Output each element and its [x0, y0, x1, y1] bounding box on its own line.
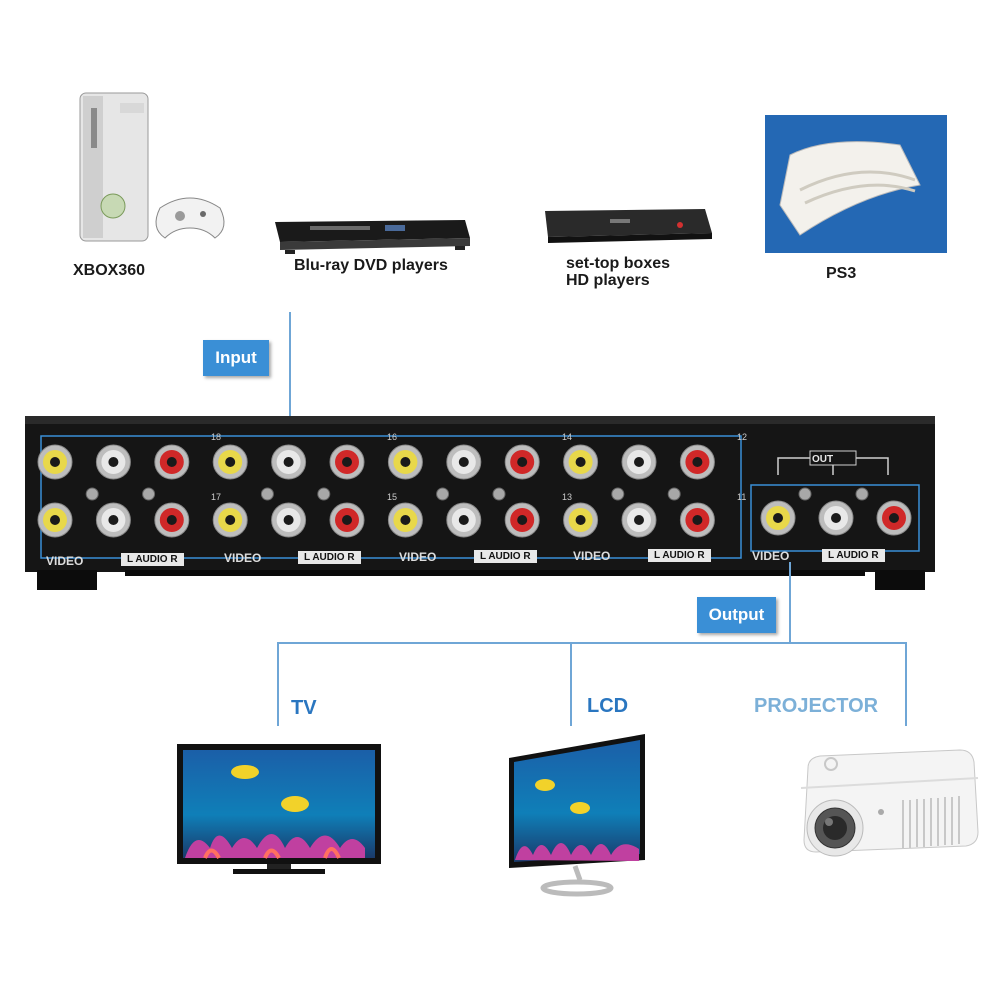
- projector-label: PROJECTOR: [754, 695, 879, 717]
- rca-jack: [446, 444, 482, 480]
- rca-jacks: [37, 444, 912, 538]
- rca-jack: [876, 500, 912, 536]
- screw: [667, 487, 681, 501]
- rca-jack: [329, 444, 365, 480]
- rca-jack: [154, 444, 190, 480]
- rca-jack: [271, 502, 307, 538]
- rca-jack: [679, 502, 715, 538]
- rca-jack: [563, 444, 599, 480]
- lcd-drop-line: [570, 642, 572, 726]
- rca-jack: [679, 444, 715, 480]
- rca-jack: [504, 444, 540, 480]
- set-top-box-label-2: HD players: [566, 272, 650, 289]
- screw: [142, 487, 156, 501]
- channel-number: 12: [737, 432, 748, 442]
- bluray-player-image: [275, 220, 470, 254]
- screw: [492, 487, 506, 501]
- channel-number: 17: [211, 492, 222, 502]
- video-label: VIDEO: [224, 551, 262, 565]
- rca-jack: [563, 502, 599, 538]
- rca-jack: [621, 502, 657, 538]
- input-connector-line: [289, 312, 291, 436]
- out-label: OUT: [812, 454, 834, 465]
- bluray-label: Blu-ray DVD players: [294, 257, 448, 274]
- set-top-box-label-1: set-top boxes: [566, 255, 671, 272]
- rca-jack: [387, 502, 423, 538]
- rca-jack: [504, 502, 540, 538]
- audio-label: L AUDIO R: [822, 549, 885, 562]
- channel-number: 14: [562, 432, 573, 442]
- projector-image: [800, 749, 979, 857]
- channel-number: 11: [737, 492, 747, 502]
- lcd-monitor-image: [509, 734, 645, 897]
- screw: [798, 487, 812, 501]
- output-bus-line: [277, 642, 907, 644]
- output-connector-line: [789, 562, 791, 644]
- channel-number: 16: [387, 432, 398, 442]
- rca-jack: [621, 444, 657, 480]
- av-switch-box: [25, 416, 935, 590]
- rca-jack: [212, 502, 248, 538]
- screw: [855, 487, 869, 501]
- channel-number: 13: [562, 492, 573, 502]
- rca-jack: [95, 444, 131, 480]
- video-label: VIDEO: [752, 549, 790, 563]
- projector-drop-line: [905, 642, 907, 726]
- tv-label: TV: [291, 697, 317, 719]
- ps3-image: [765, 115, 947, 253]
- rca-jack: [387, 444, 423, 480]
- audio-label: L AUDIO R: [121, 553, 184, 566]
- rca-jack: [271, 444, 307, 480]
- video-label: VIDEO: [399, 550, 437, 564]
- audio-label: L AUDIO R: [474, 550, 537, 563]
- rca-jack: [446, 502, 482, 538]
- screw: [436, 487, 450, 501]
- rca-jack: [212, 444, 248, 480]
- rca-jack: [818, 500, 854, 536]
- set-top-box-image: [545, 209, 712, 243]
- channel-number: 15: [387, 492, 398, 502]
- xbox360-label: XBOX360: [73, 262, 146, 279]
- ps3-label: PS3: [826, 265, 857, 282]
- lcd-label: LCD: [587, 695, 629, 717]
- audio-label: L AUDIO R: [648, 549, 711, 562]
- screw: [611, 487, 625, 501]
- rca-jack: [760, 500, 796, 536]
- screw: [317, 487, 331, 501]
- rca-jack: [37, 444, 73, 480]
- channel-number: 18: [211, 432, 222, 442]
- audio-label: L AUDIO R: [298, 551, 361, 564]
- rca-jack: [154, 502, 190, 538]
- tv-drop-line: [277, 642, 279, 726]
- tv-image: [177, 744, 381, 874]
- video-label: VIDEO: [573, 549, 611, 563]
- screw: [85, 487, 99, 501]
- rca-jack: [37, 502, 73, 538]
- video-label: VIDEO: [46, 554, 84, 568]
- rca-jack: [329, 502, 365, 538]
- input-tag: Input: [203, 340, 269, 376]
- rca-jack: [95, 502, 131, 538]
- output-tag: Output: [697, 597, 776, 633]
- screw: [260, 487, 274, 501]
- xbox360-image: [79, 92, 225, 242]
